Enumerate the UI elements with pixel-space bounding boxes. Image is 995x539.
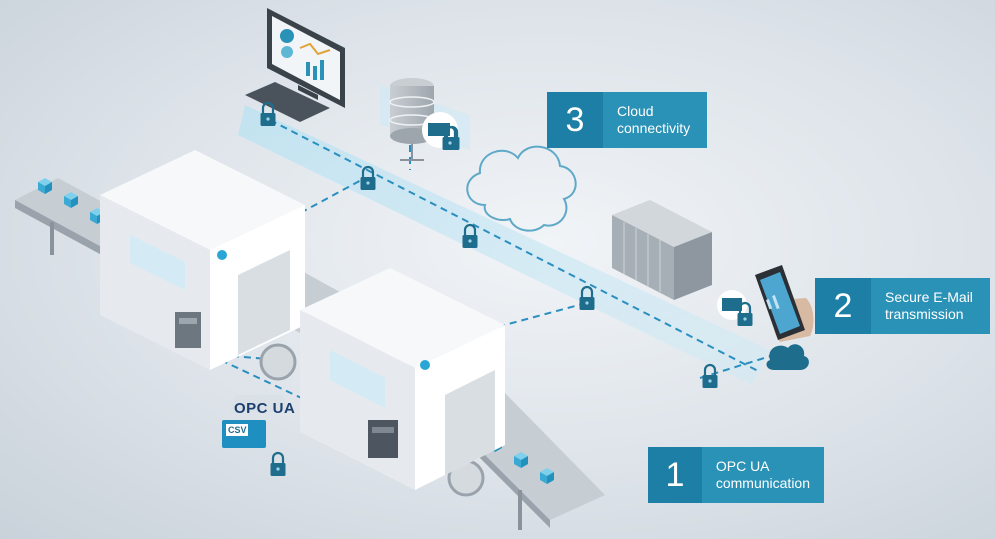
server-rack xyxy=(612,200,712,300)
step-secure-email: 2 Secure E-Mail transmission xyxy=(815,278,990,334)
opc-ua-badge: OPC UA xyxy=(234,400,296,417)
step-opc-ua-communication: 1 OPC UA communication xyxy=(648,447,824,503)
step-label: OPC UA communication xyxy=(701,447,824,503)
cloud xyxy=(466,145,577,232)
step-number: 3 xyxy=(547,92,603,148)
step-label: Cloud connectivity xyxy=(603,92,707,148)
step-number: 1 xyxy=(648,447,702,503)
computer xyxy=(245,8,345,122)
step-number: 2 xyxy=(815,278,871,334)
step-cloud-connectivity: 3 Cloud connectivity xyxy=(547,92,707,148)
step-label: Secure E-Mail transmission xyxy=(871,278,990,334)
csv-file-icon: CSV xyxy=(228,425,247,435)
machine-1 xyxy=(100,150,305,370)
database xyxy=(389,78,461,161)
smartphone xyxy=(717,265,814,370)
opc-ua-logo xyxy=(222,395,290,448)
machine-2 xyxy=(300,268,505,490)
